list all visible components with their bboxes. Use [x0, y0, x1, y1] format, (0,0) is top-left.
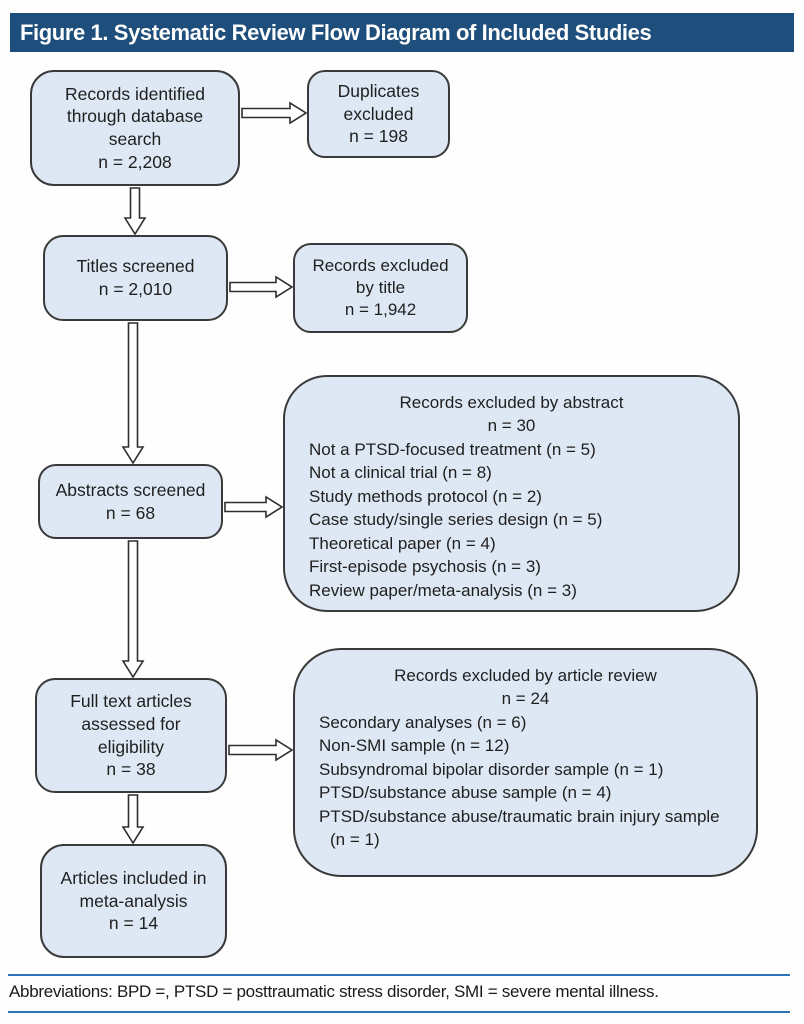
abbreviations-note: Abbreviations: BPD =, PTSD = posttraumat… [9, 982, 659, 1001]
arrow-identified-to-duplicates [241, 101, 308, 125]
node-count: n = 198 [349, 126, 408, 147]
node-articles-included: Articles included in meta-analysis n = 1… [40, 844, 227, 958]
arrow-identified-to-titles [123, 187, 147, 236]
exclusion-count: n = 30 [487, 416, 536, 436]
node-count: n = 38 [106, 759, 156, 780]
node-count: n = 14 [108, 913, 159, 934]
exclusion-reason-list: Secondary analyses (n = 6) Non-SMI sample… [319, 711, 732, 852]
exclusion-reason: Non-SMI sample (n = 12) [319, 736, 510, 756]
arrow-titles-to-excluded-by-title [229, 275, 294, 299]
node-label: Records identified through database sear… [64, 83, 206, 150]
node-abstracts-screened: Abstracts screened n = 68 [38, 464, 223, 539]
exclusion-reason: Study methods protocol (n = 2) [309, 486, 542, 506]
node-full-text-assessed: Full text articles assessed for eligibil… [35, 678, 227, 793]
arrow-abstracts-to-fulltext [121, 540, 145, 679]
node-records-identified: Records identified through database sear… [30, 70, 240, 186]
node-count: n = 1,942 [344, 300, 417, 320]
arrow-abstracts-to-excluded-by-abstract [224, 495, 284, 519]
exclusion-reason-list: Not a PTSD-focused treatment (n = 5) Not … [309, 438, 714, 602]
exclusion-reason: Not a PTSD-focused treatment (n = 5) [309, 439, 596, 459]
exclusion-title: Records excluded by abstract [399, 393, 624, 412]
exclusion-reason: Review paper/meta-analysis (n = 3) [309, 580, 577, 600]
exclusion-reason: PTSD/substance abuse/traumatic brain inj… [319, 806, 720, 850]
arrow-fulltext-to-included [121, 794, 145, 845]
node-count: n = 2,010 [98, 279, 173, 299]
exclusion-reason: Subsyndromal bipolar disorder sample (n … [319, 759, 664, 779]
exclusion-reason: Secondary analyses (n = 6) [319, 712, 527, 732]
footer-rule-bottom [8, 1011, 790, 1013]
node-label: Duplicates excluded [337, 80, 420, 124]
node-count: n = 68 [105, 502, 156, 523]
footer-rule-top [8, 974, 790, 976]
figure-title: Figure 1. Systematic Review Flow Diagram… [20, 19, 652, 45]
node-label: Titles screened [76, 256, 195, 277]
node-label: Articles included in meta-analysis [60, 867, 207, 911]
arrow-fulltext-to-excluded-by-review [228, 738, 294, 762]
node-titles-screened: Titles screened n = 2,010 [43, 235, 228, 321]
figure-title-bar: Figure 1. Systematic Review Flow Diagram… [10, 13, 794, 52]
exclusion-reason: Not a clinical trial (n = 8) [309, 463, 492, 483]
exclusion-reason: Case study/single series design (n = 5) [309, 510, 603, 530]
node-count: n = 2,208 [98, 151, 172, 172]
node-label: Records excluded by title [312, 255, 449, 297]
exclusion-reason: PTSD/substance abuse sample (n = 4) [319, 783, 612, 803]
exclusion-reason: First-episode psychosis (n = 3) [309, 557, 541, 577]
node-excluded-by-title: Records excluded by title n = 1,942 [293, 243, 468, 333]
node-label: Abstracts screened [55, 479, 206, 500]
node-duplicates-excluded: Duplicates excluded n = 198 [307, 70, 450, 158]
exclusion-reason: Theoretical paper (n = 4) [309, 533, 496, 553]
exclusion-title: Records excluded by article review [394, 666, 657, 685]
node-excluded-by-article-review: Records excluded by article review n = 2… [293, 648, 758, 877]
node-label: Full text articles assessed for eligibil… [70, 691, 192, 757]
arrow-titles-to-abstracts [121, 322, 145, 465]
exclusion-count: n = 24 [501, 689, 550, 709]
node-excluded-by-abstract: Records excluded by abstract n = 30 Not … [283, 375, 740, 612]
